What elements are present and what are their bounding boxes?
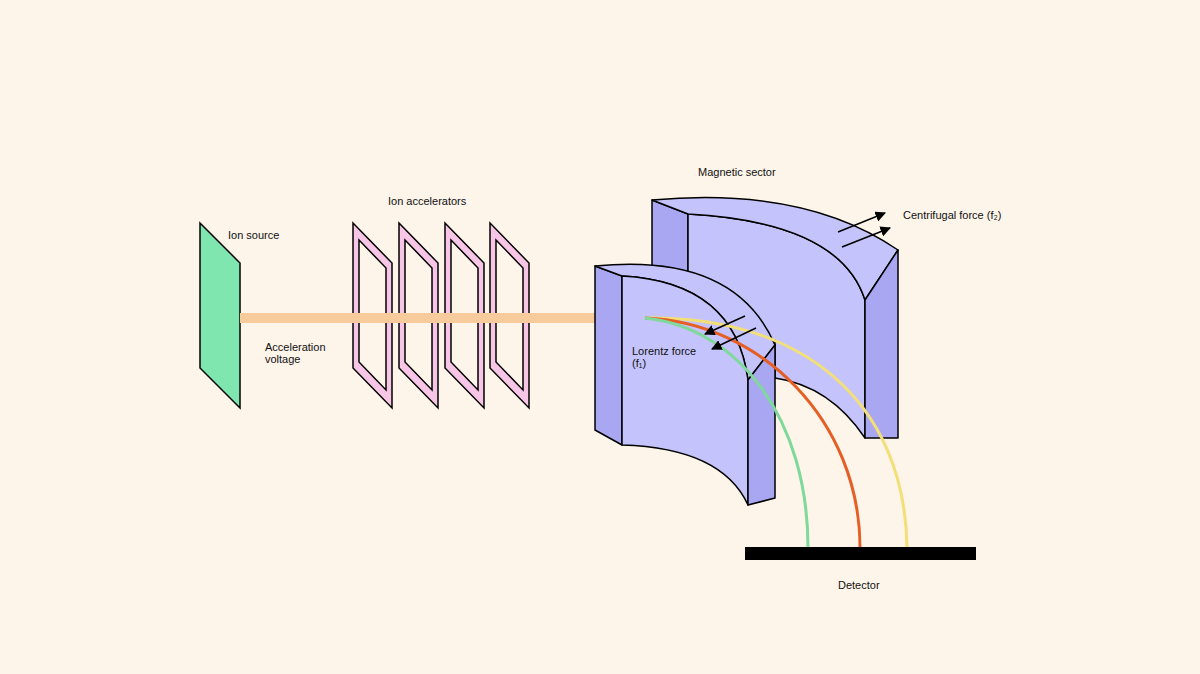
signal-label: Acceleration voltage [265,341,343,365]
ion-beam [240,313,645,323]
magnet-face [595,266,622,445]
ion-source-plate [200,223,240,408]
lorentz-arrow [712,328,756,349]
centrifugal-arrow [838,213,885,232]
force-label: Centrifugal force (f₂) [903,209,1003,221]
part-label: Ion accelerators [388,195,508,207]
magnet-face [748,345,775,505]
lorentz-arrow [705,316,745,334]
magnet-face [622,276,748,505]
centrifugal-arrow [842,228,890,247]
detector-plate [745,547,976,560]
force-arrows [705,213,890,349]
part-label: Detector [838,579,928,591]
force-label: Lorentz force (f₁) [632,345,712,369]
magnet-face [865,250,898,438]
part-label: Magnetic sector [698,166,818,178]
magnet-inner [595,264,775,505]
part-label: Ion source [228,229,318,241]
